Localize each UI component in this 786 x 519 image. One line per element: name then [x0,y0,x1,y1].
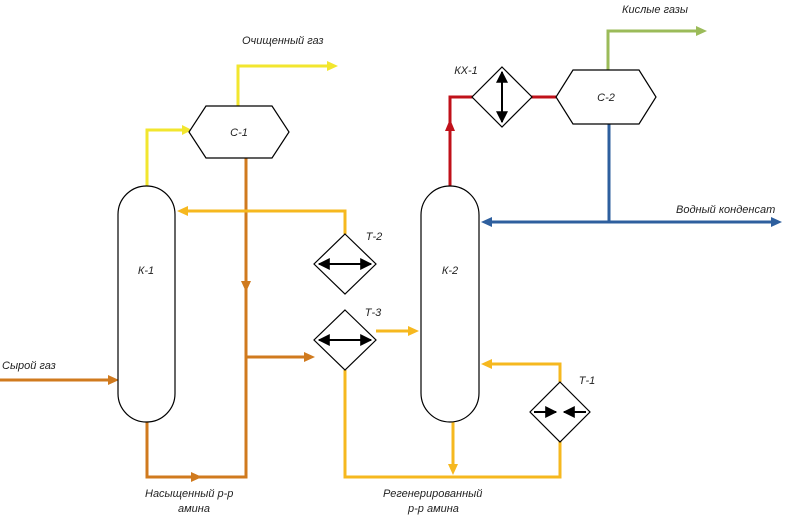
acid-gas-line [606,29,698,70]
water-arrow-out [771,217,782,227]
separator-c2-body [555,69,657,125]
rich-amine-stream [0,158,315,482]
separator-c1[interactable]: С-1 [188,105,290,159]
lean-amine-stream [177,206,562,479]
separator-c2[interactable]: С-2 [555,69,657,125]
lean-amine-arrow-k2 [481,359,492,369]
heat-exchanger-t2-label: Т-2 [366,231,383,243]
clean-gas-arrow-c1 [182,125,192,135]
heat-exchanger-t2[interactable]: Т-2 [313,231,383,295]
raw-gas-label: Сырой газ [2,360,56,372]
heat-exchanger-t1-label: Т-1 [579,375,596,387]
lean-amine-line-bottom [343,370,562,479]
cooler-kx1[interactable]: КХ-1 [454,65,533,128]
lean-amine-arrow-down [448,464,458,475]
clean-gas-stream [145,61,338,186]
rich-amine-arrow-down [241,281,251,292]
rich-amine-label-line2: амина [178,503,210,515]
heat-exchanger-t1-body [529,381,591,443]
lean-amine-line-to-k1 [186,209,347,234]
clean-gas-label: Очищенный газ [242,35,324,47]
lean-amine-line-t1-k2 [490,362,562,382]
cooler-kx1-label: КХ-1 [454,65,478,77]
water-condensate-stream [481,124,782,227]
acid-gas-arrow [696,26,707,36]
acid-gas-stream [606,26,707,70]
lean-amine-label-line2: р-р амина [407,503,459,515]
separator-c1-body [188,105,290,159]
heat-exchanger-t1[interactable]: Т-1 [529,375,596,443]
lean-amine-arrow-t3-k2 [408,326,419,336]
separator-c1-label: С-1 [230,127,248,139]
raw-gas-arrow [108,375,119,385]
clean-gas-arrow-out [327,61,338,71]
column-k1-body [117,185,176,423]
heat-exchanger-t3[interactable]: Т-3 [313,307,382,371]
water-condensate-label: Водный конденсат [676,204,775,216]
rich-amine-arrow-t3 [304,352,315,362]
clean-gas-line-k1-c1 [145,128,183,186]
column-k2[interactable]: К-2 [420,185,480,423]
rich-amine-arrow-bottom [191,472,202,482]
column-k1-label: К-1 [138,265,154,277]
water-arrow-k2 [481,217,492,227]
column-k2-body [420,185,480,423]
heat-exchanger-t3-label: Т-3 [365,307,382,319]
column-k2-label: К-2 [442,265,458,277]
separator-c2-label: С-2 [597,92,615,104]
lean-amine-label-line1: Регенерированный [383,488,482,500]
clean-gas-line-out [236,64,330,106]
rich-amine-label-line1: Насыщенный р-р [145,488,233,500]
lean-amine-arrow-k1 [177,206,188,216]
acid-gas-label: Кислые газы [622,4,688,16]
column-k1[interactable]: К-1 [117,185,176,423]
